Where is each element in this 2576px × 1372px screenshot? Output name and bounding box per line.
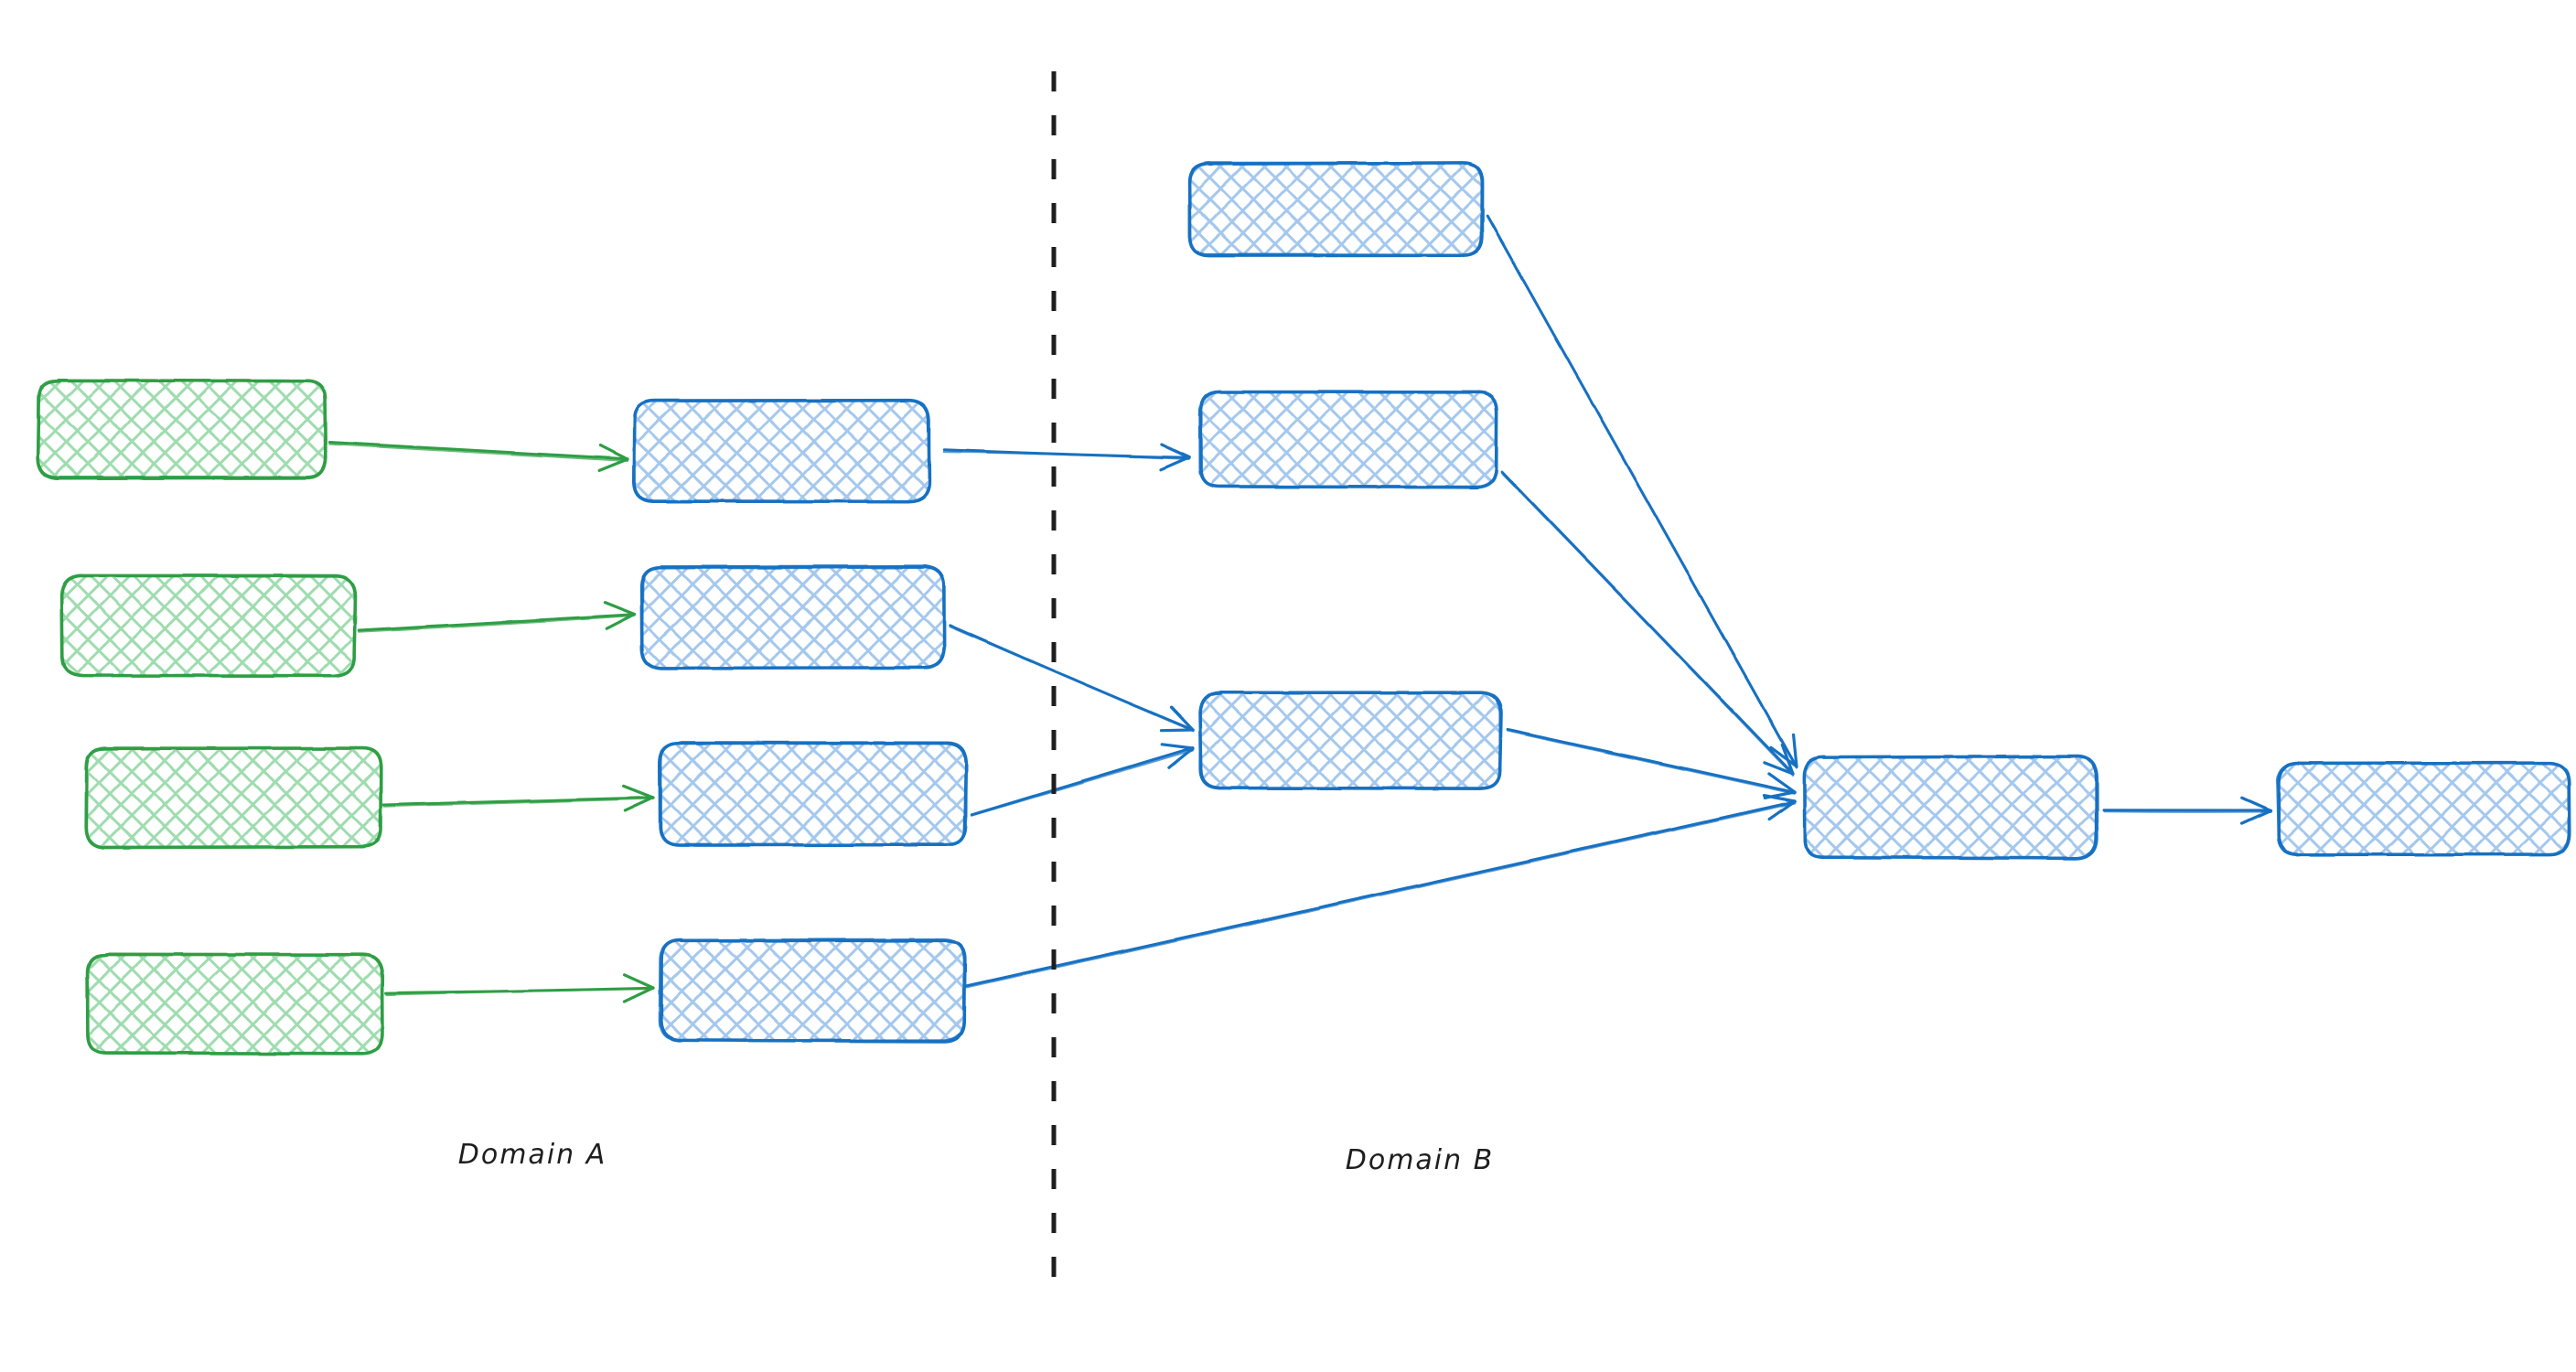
arrowhead-upper — [2242, 798, 2270, 810]
edge-a4-to-m4[interactable] — [386, 975, 654, 1002]
edge-shaft — [329, 443, 628, 459]
edge-b3-to-hub[interactable] — [1508, 730, 1795, 798]
edge-shaft — [1502, 473, 1793, 776]
node-fill — [660, 743, 966, 845]
node-fill — [1804, 757, 2097, 858]
node-a2[interactable] — [61, 575, 356, 675]
node-fill — [86, 748, 381, 847]
edge-shaft — [1508, 731, 1795, 794]
node-fill — [1200, 693, 1500, 788]
edge-shaft — [966, 801, 1796, 986]
arrowhead-lower — [1162, 730, 1193, 731]
node-a4[interactable] — [88, 954, 383, 1054]
edge-shaft — [944, 450, 1189, 457]
arrowhead-upper — [625, 975, 653, 988]
node-fill — [660, 940, 964, 1041]
edge-shaft — [971, 750, 1193, 815]
node-b3[interactable] — [1200, 692, 1501, 788]
edge-m2-to-b3[interactable] — [950, 626, 1193, 732]
node-fill — [88, 955, 382, 1054]
node-m2[interactable] — [641, 566, 944, 668]
edge-a3-to-m3[interactable] — [384, 786, 653, 810]
node-m4[interactable] — [660, 939, 965, 1042]
node-a1[interactable] — [38, 381, 326, 478]
edge-shaft — [1487, 218, 1797, 768]
node-a3[interactable] — [86, 747, 381, 848]
node-b1[interactable] — [1189, 163, 1483, 255]
node-fill — [2278, 763, 2569, 854]
edge-a1-to-m1[interactable] — [329, 443, 628, 471]
edge-shaft — [971, 748, 1192, 815]
node-fill — [1189, 163, 1482, 254]
arrowhead-upper — [605, 603, 635, 615]
node-out[interactable] — [2277, 763, 2570, 855]
arrowhead-upper — [1162, 445, 1189, 457]
arrowhead-upper — [624, 786, 653, 798]
edge-shaft — [950, 627, 1193, 731]
edge-shaft — [950, 626, 1193, 730]
node-fill — [635, 401, 929, 501]
node-b2[interactable] — [1199, 391, 1497, 488]
nodes-layer — [38, 163, 2569, 1054]
edge-hub-to-out[interactable] — [2104, 798, 2271, 823]
edge-shaft — [359, 616, 635, 632]
edges-layer — [329, 216, 2270, 1002]
edge-m3-to-b3[interactable] — [971, 745, 1193, 815]
node-m1[interactable] — [634, 401, 929, 502]
edge-shaft — [329, 445, 628, 461]
node-m3[interactable] — [660, 742, 966, 845]
arrowhead-upper — [1162, 745, 1193, 748]
edge-m1-to-b2[interactable] — [944, 445, 1190, 469]
edge-shaft — [359, 615, 635, 630]
edge-b2-to-hub[interactable] — [1502, 472, 1793, 776]
domain-b-label: Domain B — [1346, 1144, 1495, 1176]
edge-b1-to-hub[interactable] — [1487, 216, 1797, 768]
node-fill — [62, 576, 355, 675]
edge-shaft — [2104, 811, 2270, 812]
node-hub[interactable] — [1804, 756, 2098, 858]
domain-a-label: Domain A — [458, 1139, 606, 1171]
node-fill — [642, 567, 944, 668]
edge-shaft — [384, 798, 653, 805]
edge-shaft — [966, 803, 1795, 988]
edge-m4-to-hub[interactable] — [966, 796, 1796, 988]
edge-a2-to-m2[interactable] — [359, 603, 635, 632]
edge-shaft — [1508, 730, 1795, 793]
node-fill — [1200, 391, 1497, 487]
node-fill — [38, 381, 326, 477]
